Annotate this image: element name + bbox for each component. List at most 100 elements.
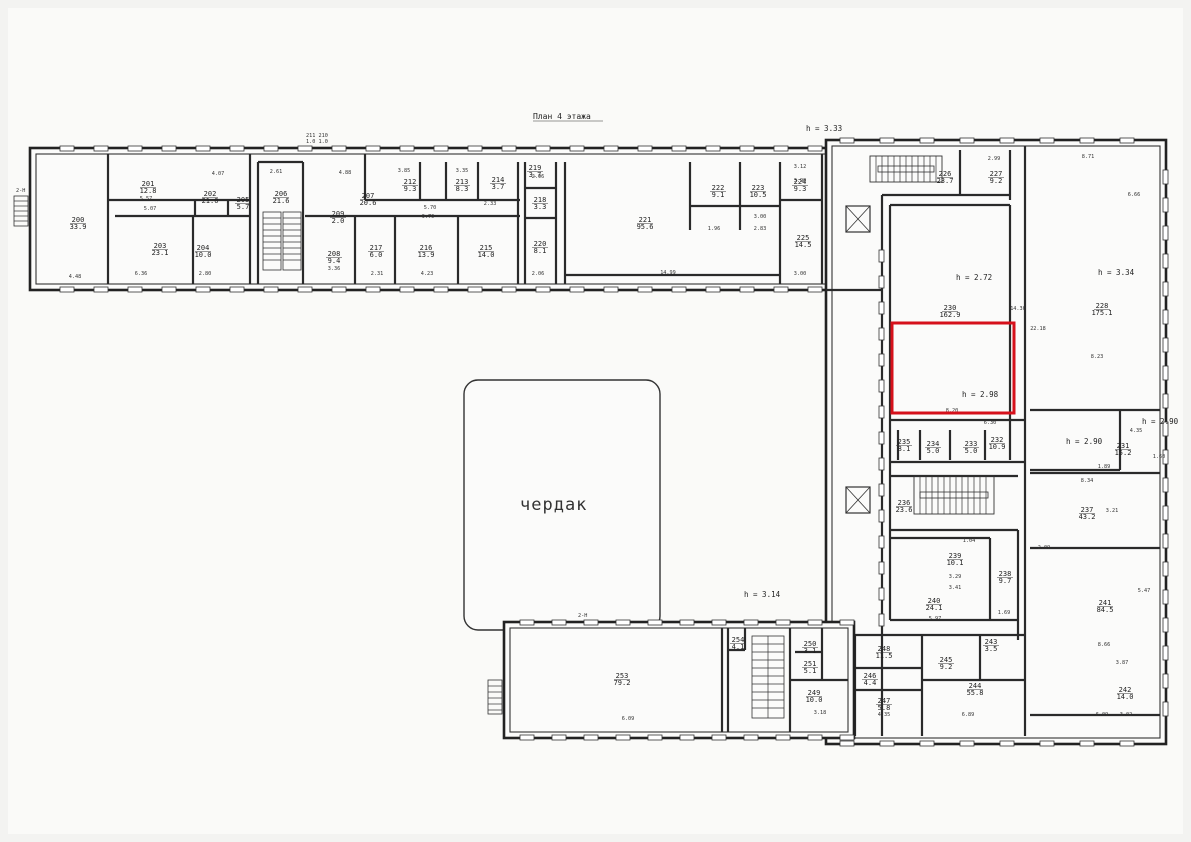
window-mark — [1079, 137, 1095, 144]
dimension-label: 1.96 — [708, 226, 721, 232]
room-area: 13.9 — [418, 251, 435, 259]
dimension-label: 2.99 — [988, 156, 1001, 162]
room-area: 9.1 — [712, 191, 725, 199]
room-number: 201 — [142, 180, 155, 188]
room-number: 246 — [864, 672, 877, 680]
room-number: 244 — [969, 682, 982, 690]
room-area: 23.7 — [937, 177, 954, 185]
window-marks — [59, 137, 1169, 747]
window-mark — [773, 286, 789, 293]
window-mark — [959, 740, 975, 747]
dimension-label: 6.66 — [1128, 192, 1141, 198]
window-mark — [647, 734, 663, 741]
window-mark — [569, 286, 585, 293]
label-211-210: 211 210 — [306, 133, 328, 139]
dimension-label: 2.06 — [532, 271, 545, 277]
window-mark — [1162, 533, 1169, 549]
room-number: 218 — [534, 196, 547, 204]
room-number: 219 — [529, 164, 542, 172]
window-mark — [679, 734, 695, 741]
room-area: 84.5 — [1097, 606, 1114, 614]
room-area: 6.0 — [370, 251, 383, 259]
room-number: 242 — [1119, 686, 1132, 694]
room-number: 254 — [732, 636, 745, 644]
window-mark — [161, 286, 177, 293]
room-number: 225 — [797, 234, 810, 242]
room-area: 9.3 — [404, 185, 417, 193]
window-mark — [551, 619, 567, 626]
room-number: 250 — [804, 640, 817, 648]
window-mark — [399, 286, 415, 293]
room-area: 95.6 — [637, 223, 654, 231]
dimension-label: 5.57 — [140, 196, 153, 202]
room-number: 232 — [991, 436, 1004, 444]
dimension-label: 3.85 — [398, 168, 411, 174]
window-mark — [1162, 449, 1169, 465]
dimension-label: 8.71 — [1082, 154, 1095, 160]
dimension-label: 3.41 — [949, 585, 962, 591]
window-mark — [878, 535, 885, 549]
window-mark — [519, 619, 535, 626]
room-area: 14.0 — [1117, 693, 1134, 701]
room-number: 247 — [878, 697, 891, 705]
window-mark — [1162, 337, 1169, 353]
window-mark — [879, 137, 895, 144]
window-mark — [637, 286, 653, 293]
window-mark — [775, 619, 791, 626]
room-number: 243 — [985, 638, 998, 646]
room-area: 23.1 — [152, 249, 169, 257]
window-mark — [603, 145, 619, 152]
window-mark — [1162, 701, 1169, 717]
room-number: 236 — [898, 499, 911, 507]
room-area: 20.6 — [360, 199, 377, 207]
window-mark — [671, 145, 687, 152]
north-wing-walls — [106, 154, 824, 284]
window-mark — [807, 286, 823, 293]
height-room-231: h = 2.90 — [1066, 437, 1103, 446]
window-mark — [297, 286, 313, 293]
dimension-label: 2.80 — [199, 271, 212, 277]
window-mark — [743, 619, 759, 626]
window-mark — [1119, 137, 1135, 144]
room-number: 203 — [154, 242, 167, 250]
lift-shaft-mid — [845, 486, 871, 514]
window-mark — [1162, 617, 1169, 633]
window-mark — [331, 145, 347, 152]
dimension-label: 2.61 — [270, 169, 283, 175]
window-mark — [127, 286, 143, 293]
window-mark — [711, 734, 727, 741]
window-mark — [878, 587, 885, 601]
window-mark — [878, 353, 885, 367]
room-number: 206 — [275, 190, 288, 198]
dimension-label: 5.97 — [929, 616, 942, 622]
east-stair-mid — [913, 475, 995, 515]
room-area: 43.2 — [1079, 513, 1096, 521]
room-number: 214 — [492, 176, 505, 184]
window-mark — [93, 145, 109, 152]
west-exterior-stair — [13, 195, 29, 227]
window-mark — [229, 286, 245, 293]
window-mark — [839, 619, 855, 626]
room-number: 204 — [197, 244, 210, 252]
room-area: 8.3 — [456, 185, 469, 193]
window-mark — [671, 286, 687, 293]
dimension-label: 3.29 — [949, 574, 962, 580]
